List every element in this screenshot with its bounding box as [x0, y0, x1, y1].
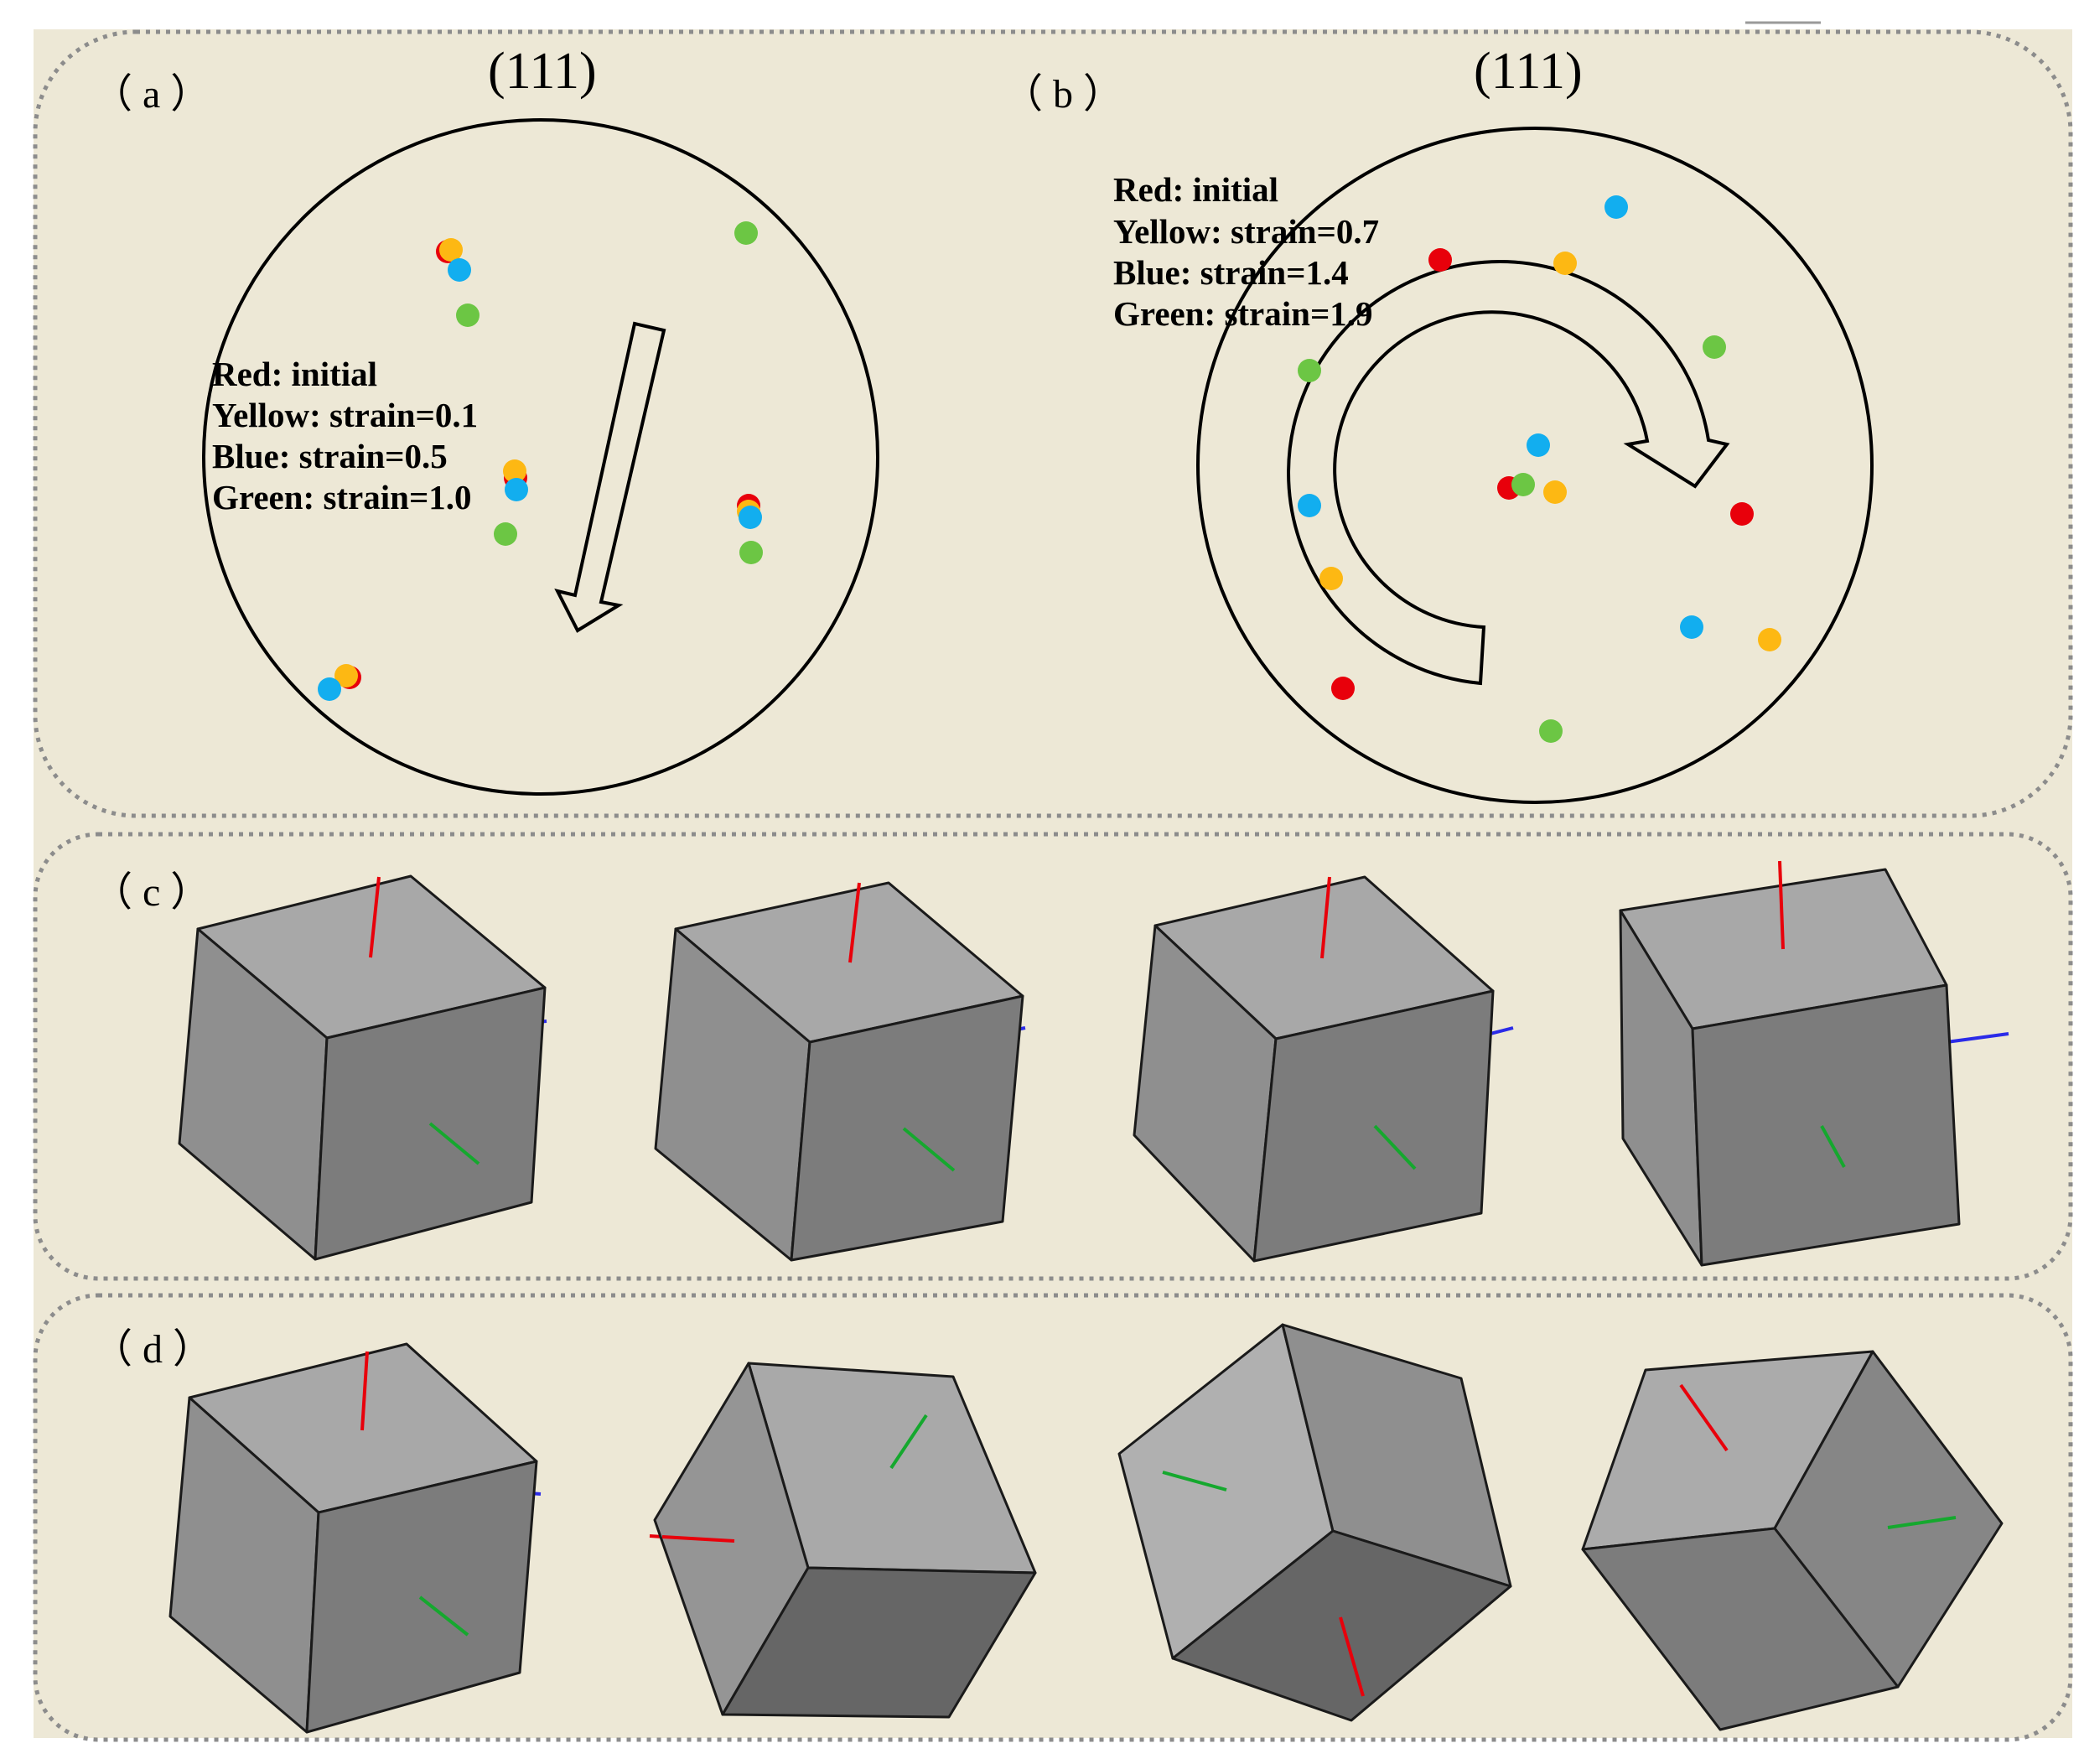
- axis-y: [889, 1414, 928, 1470]
- panel-c-label: （ c ）: [92, 870, 210, 915]
- marker-blue: [505, 478, 528, 501]
- legend-b: Red: initial Yellow: strain=0.7 Blue: st…: [1113, 170, 1379, 333]
- cube-d2: [649, 1362, 1037, 1719]
- panel-b-title: (111): [1474, 43, 1583, 100]
- marker-blue: [739, 506, 762, 529]
- marker-yellow: [1553, 252, 1577, 275]
- panel-a-label: （ a ）: [92, 72, 210, 117]
- panel-ab-frame: [33, 29, 2073, 818]
- marker-blue: [318, 677, 341, 701]
- marker-green: [1298, 359, 1321, 382]
- marker-yellow: [334, 664, 358, 687]
- marker-green: [734, 221, 758, 245]
- axis-z: [1946, 1032, 2009, 1044]
- marker-red: [1428, 248, 1452, 272]
- axis-y: [1373, 1124, 1417, 1170]
- axis-x: [369, 876, 381, 958]
- pole-figure-circle-a: [202, 118, 879, 796]
- marker-green: [1703, 335, 1726, 359]
- cube-c4: [1619, 860, 2009, 1267]
- legend-b-blue: Blue: strain=1.4: [1113, 253, 1349, 292]
- marker-yellow: [1319, 567, 1343, 590]
- panel-d-frame: [33, 1293, 2073, 1742]
- marker-blue: [1527, 433, 1550, 457]
- legend-b-yellow: Yellow: strain=0.7: [1113, 212, 1379, 251]
- axis-y: [1887, 1516, 1957, 1529]
- marker-green: [739, 541, 763, 564]
- panel-c: （ c ）: [92, 860, 2009, 1267]
- cube-d3: [1117, 1323, 1512, 1722]
- pole-figure-circle-b: [1196, 127, 1874, 804]
- axis-z: [1490, 1026, 1514, 1035]
- axis-y: [1162, 1471, 1227, 1492]
- cube-c1: [178, 874, 547, 1261]
- marker-yellow: [503, 459, 526, 483]
- marker-blue: [1298, 494, 1321, 517]
- marker-green: [494, 522, 517, 546]
- axis-x: [1778, 860, 1785, 950]
- axis-x: [1320, 876, 1331, 959]
- legend-a-red: Red: initial: [212, 355, 377, 393]
- panel-a: （ a ） (111) Red: initial Yellow: [92, 43, 879, 796]
- legend-b-red: Red: initial: [1113, 170, 1278, 209]
- axis-x: [848, 882, 861, 963]
- legend-a-blue: Blue: strain=0.5: [212, 437, 448, 475]
- marker-green: [1511, 473, 1535, 496]
- legend-b-green: Green: strain=1.9: [1113, 294, 1373, 333]
- marker-green: [456, 304, 480, 327]
- marker-yellow: [1758, 628, 1781, 651]
- cube-c3: [1133, 875, 1514, 1263]
- axis-x: [1679, 1383, 1729, 1452]
- panel-b: （ b ） (111) Red: initial Yellow: s: [1003, 43, 1874, 804]
- marker-green: [1539, 719, 1563, 743]
- axis-x: [1339, 1616, 1365, 1697]
- panel-b-label: （ b ）: [1003, 72, 1123, 117]
- axis-y: [902, 1127, 956, 1172]
- marker-yellow: [1543, 480, 1567, 504]
- cube-d1: [168, 1342, 542, 1734]
- marker-blue: [448, 258, 471, 282]
- legend-a: Red: initial Yellow: strain=0.1 Blue: st…: [212, 355, 478, 516]
- marker-red: [1730, 502, 1754, 526]
- axis-x: [360, 1351, 369, 1431]
- axis-y: [418, 1595, 469, 1637]
- marker-blue: [1604, 195, 1628, 219]
- curved-arrow-icon: [1287, 260, 1730, 686]
- axis-y: [428, 1122, 480, 1165]
- straight-arrow-icon: [554, 321, 666, 633]
- axis-x: [661, 1535, 735, 1543]
- legend-a-yellow: Yellow: strain=0.1: [212, 396, 478, 434]
- panel-a-title: (111): [488, 43, 597, 100]
- legend-a-green: Green: strain=1.0: [212, 478, 472, 516]
- panel-d: （ d ）: [92, 1323, 2004, 1734]
- marker-yellow: [439, 238, 463, 262]
- markers-b: [1298, 195, 1781, 743]
- cube-c2: [654, 881, 1026, 1262]
- markers-a: [318, 221, 763, 701]
- axis-y: [1820, 1125, 1846, 1168]
- marker-red: [1331, 677, 1355, 700]
- cube-d4: [1581, 1350, 2004, 1731]
- panel-d-label: （ d ）: [92, 1327, 213, 1372]
- marker-blue: [1680, 615, 1703, 639]
- panel-c-frame: [33, 832, 2073, 1281]
